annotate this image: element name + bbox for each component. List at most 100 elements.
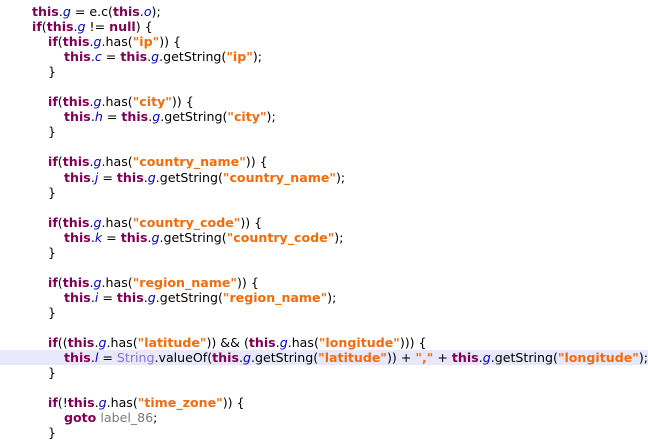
- code-line[interactable]: }: [0, 124, 648, 139]
- keyword: this: [62, 94, 90, 110]
- code-line[interactable]: }: [0, 185, 648, 200]
- field-name: g: [242, 350, 251, 366]
- code-line[interactable]: goto label_86;: [0, 410, 648, 425]
- code-text: .getString(: [159, 49, 227, 65]
- code-text: );: [266, 109, 276, 125]
- field-name: l: [94, 350, 99, 366]
- code-line[interactable]: if(!this.g.has("time_zone")) {: [0, 395, 648, 410]
- field-name: i: [94, 289, 99, 305]
- code-line[interactable]: }: [0, 245, 648, 260]
- code-line[interactable]: this.g = e.c(this.o);: [0, 4, 648, 19]
- keyword: this: [62, 34, 90, 50]
- code-line[interactable]: this.j = this.g.getString("country_name"…: [0, 170, 648, 185]
- code-text: =: [98, 289, 117, 305]
- code-text: .has(: [101, 274, 133, 290]
- code-text: ;: [153, 410, 158, 426]
- keyword: if: [32, 19, 42, 35]
- code-line-current[interactable]: this.l = String.valueOf(this.g.getString…: [0, 350, 648, 366]
- code-line[interactable]: [0, 380, 648, 395]
- keyword: if: [48, 214, 58, 230]
- field-name: g: [151, 49, 160, 65]
- field-name: g: [98, 395, 107, 411]
- code-text: .getString(: [160, 109, 228, 125]
- code-text: (: [41, 19, 47, 35]
- code-text: ) {: [135, 19, 153, 35]
- code-text: .: [90, 229, 95, 245]
- code-text: .getString(: [490, 350, 558, 366]
- field-name: j: [94, 169, 99, 185]
- code-text: )) +: [387, 350, 416, 366]
- field-name: g: [279, 335, 288, 351]
- code-text: (: [57, 154, 63, 170]
- field-name: g: [98, 335, 107, 351]
- field-name: g: [93, 34, 102, 50]
- keyword: this: [120, 229, 148, 245]
- code-text: .has(: [106, 395, 138, 411]
- code-text: +: [433, 350, 452, 366]
- code-text: .has(: [101, 214, 133, 230]
- code-text: .: [94, 335, 99, 351]
- code-line[interactable]: }: [0, 305, 648, 320]
- string-literal: "region_name": [132, 274, 237, 290]
- code-text: }: [48, 64, 57, 80]
- string-literal: "country_name": [132, 154, 246, 170]
- string-literal: "region_name": [222, 289, 328, 305]
- code-text: =: [102, 109, 122, 125]
- field-name: g: [147, 289, 156, 305]
- code-line[interactable]: this.h = this.g.getString("city");: [0, 109, 648, 124]
- keyword: this: [67, 335, 95, 351]
- code-line[interactable]: [0, 79, 648, 94]
- code-line[interactable]: if(this.g.has("region_name")) {: [0, 275, 648, 290]
- code-line[interactable]: if(this.g.has("country_code")) {: [0, 215, 648, 230]
- code-text: ((: [57, 335, 68, 351]
- code-line[interactable]: if(this.g != null) {: [0, 19, 648, 34]
- code-text: .: [90, 109, 95, 125]
- code-line[interactable]: [0, 200, 648, 215]
- code-line[interactable]: this.c = this.g.getString("ip");: [0, 49, 648, 64]
- string-literal: "ip": [226, 49, 253, 65]
- code-line[interactable]: if((this.g.has("latitude")) && (this.g.h…: [0, 335, 648, 350]
- code-text: .: [478, 350, 483, 366]
- code-line[interactable]: if(this.g.has("ip")) {: [0, 34, 648, 49]
- keyword: if: [48, 274, 58, 290]
- code-text: .: [90, 169, 95, 185]
- field-name: h: [94, 109, 103, 125]
- code-text: = e.c(: [70, 4, 113, 19]
- code-text: .: [143, 169, 148, 185]
- code-line[interactable]: [0, 139, 648, 154]
- code-line[interactable]: }: [0, 425, 648, 440]
- keyword: this: [64, 350, 91, 366]
- code-text: );: [638, 350, 648, 366]
- code-line[interactable]: [0, 320, 648, 335]
- code-text: =: [102, 229, 121, 245]
- string-literal: "country_code": [226, 229, 335, 245]
- code-line[interactable]: this.k = this.g.getString("country_code"…: [0, 230, 648, 245]
- code-text: .: [90, 49, 95, 65]
- code-line[interactable]: [0, 260, 648, 275]
- code-line[interactable]: }: [0, 64, 648, 79]
- keyword: this: [46, 19, 74, 35]
- string-literal: "longitude": [557, 350, 639, 366]
- code-text: .: [139, 4, 144, 19]
- code-text: .: [90, 350, 95, 366]
- code-text: =: [101, 49, 121, 65]
- code-text: );: [334, 229, 344, 245]
- code-line[interactable]: }: [0, 365, 648, 380]
- field-name: g: [152, 109, 161, 125]
- code-line[interactable]: if(this.g.has("country_name")) {: [0, 154, 648, 169]
- string-literal: "city": [132, 94, 172, 110]
- code-text: (: [57, 94, 63, 110]
- string-literal: "latitude": [137, 335, 207, 351]
- code-text: .has(: [106, 335, 138, 351]
- code-text: .has(: [101, 94, 133, 110]
- code-text: (!: [57, 395, 68, 411]
- keyword: if: [48, 335, 58, 351]
- code-line[interactable]: this.i = this.g.getString("region_name")…: [0, 290, 648, 305]
- code-line[interactable]: if(this.g.has("city")) {: [0, 94, 648, 109]
- code-text: .getString(: [155, 289, 223, 305]
- code-text: .has(: [101, 154, 133, 170]
- code-editor[interactable]: this.g = e.c(this.o);if(this.g != null) …: [0, 4, 648, 440]
- string-literal: "country_name": [222, 169, 336, 185]
- keyword: this: [116, 169, 144, 185]
- code-text: .: [238, 350, 243, 366]
